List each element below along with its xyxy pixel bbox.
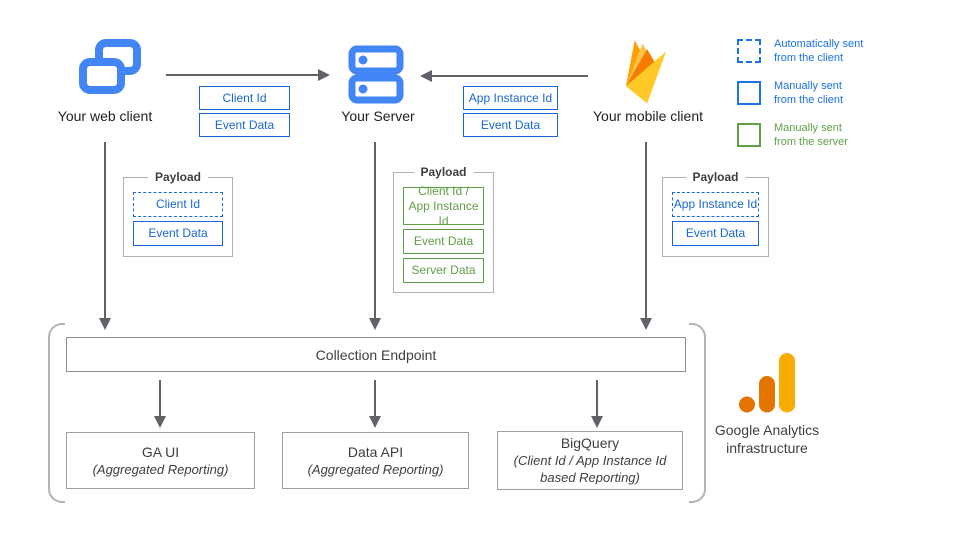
- collection-endpoint-box: Collection Endpoint: [66, 337, 686, 372]
- ga-ui-box: GA UI (Aggregated Reporting): [66, 432, 255, 489]
- bigquery-title: BigQuery: [560, 435, 620, 451]
- payload-item-app-instance-id: App Instance Id: [672, 192, 759, 217]
- ga-ui-title: GA UI: [141, 443, 180, 460]
- payload-title: Payload: [685, 170, 746, 184]
- payload-item-event-data: Event Data: [672, 221, 759, 246]
- legend-item-manual-client: Manually sent from the client: [737, 79, 843, 107]
- web-client-icon: [78, 38, 142, 104]
- legend: Automatically sent from the client Manua…: [737, 37, 937, 149]
- payload-item-event-data: Event Data: [403, 229, 484, 254]
- infrastructure-label: Google Analytics infrastructure: [714, 422, 820, 456]
- firebase-icon: [618, 36, 674, 106]
- payload-item-event-data: Event Data: [133, 221, 223, 246]
- mobile-to-server-flow-labels: App Instance Id Event Data: [463, 86, 558, 140]
- solid-blue-swatch: [737, 81, 761, 105]
- arrow-mobile-to-server-head: [420, 70, 432, 82]
- arrow-to-data-api-head: [369, 416, 381, 428]
- ga-ui-subtitle: (Aggregated Reporting): [92, 461, 229, 477]
- data-api-subtitle: (Aggregated Reporting): [307, 461, 444, 477]
- legend-label: Manually sent from the client: [774, 80, 844, 106]
- arrow-to-ga-ui-head: [154, 416, 166, 428]
- server-label: Your Server: [341, 108, 415, 124]
- legend-item-manual-server: Manually sent from the server: [737, 121, 848, 149]
- flow-label-event-data: Event Data: [199, 113, 290, 137]
- payload-item-server-data: Server Data: [403, 258, 484, 283]
- web-to-server-flow-labels: Client Id Event Data: [199, 86, 290, 140]
- legend-label: Manually sent from the server: [774, 122, 848, 148]
- arrow-web-to-server-head: [318, 69, 330, 81]
- payload-item-client-app-id: Client Id / App Instance Id: [403, 184, 484, 228]
- arrow-mobile-down-line: [645, 142, 647, 318]
- arrow-to-data-api-line: [374, 380, 376, 416]
- legend-item-auto-client: Automatically sent from the client: [737, 37, 863, 65]
- arrow-server-down-head: [369, 318, 381, 330]
- payload-item-client-id: Client Id: [133, 192, 223, 217]
- infrastructure-bracket-right: [689, 323, 706, 503]
- server-icon: [348, 45, 404, 105]
- arrow-to-bigquery-line: [596, 380, 598, 416]
- flow-label-event-data: Event Data: [463, 113, 558, 137]
- web-payload-group: Payload Client Id Event Data: [123, 170, 233, 257]
- legend-label: Automatically sent from the client: [774, 38, 864, 64]
- payload-title: Payload: [413, 165, 474, 179]
- arrow-server-down-line: [374, 142, 376, 318]
- web-client-label: Your web client: [57, 108, 153, 124]
- arrow-web-down-line: [104, 142, 106, 318]
- arrow-mobile-down-head: [640, 318, 652, 330]
- data-api-title: Data API: [347, 443, 404, 460]
- arrow-to-ga-ui-line: [159, 380, 161, 416]
- dashed-blue-swatch: [737, 39, 761, 63]
- flow-label-app-instance-id: App Instance Id: [463, 86, 558, 110]
- bigquery-subtitle: (Client Id / App Instance Id based Repor…: [513, 453, 667, 485]
- google-analytics-logo-icon: [737, 351, 797, 413]
- solid-green-swatch: [737, 123, 761, 147]
- flow-label-client-id: Client Id: [199, 86, 290, 110]
- payload-title: Payload: [147, 170, 209, 184]
- server-payload-group: Payload Client Id / App Instance Id Even…: [393, 165, 494, 293]
- arrow-to-bigquery-head: [591, 416, 603, 428]
- collection-endpoint-label: Collection Endpoint: [315, 346, 437, 363]
- arrow-mobile-to-server-line: [432, 75, 588, 77]
- infrastructure-bracket-left: [48, 323, 65, 503]
- bigquery-box: BigQuery (Client Id / App Instance Id ba…: [497, 431, 683, 490]
- data-api-box: Data API (Aggregated Reporting): [282, 432, 469, 489]
- arrow-web-to-server-line: [166, 74, 320, 76]
- mobile-client-label: Your mobile client: [593, 108, 703, 124]
- arrow-web-down-head: [99, 318, 111, 330]
- mobile-payload-group: Payload App Instance Id Event Data: [662, 170, 769, 257]
